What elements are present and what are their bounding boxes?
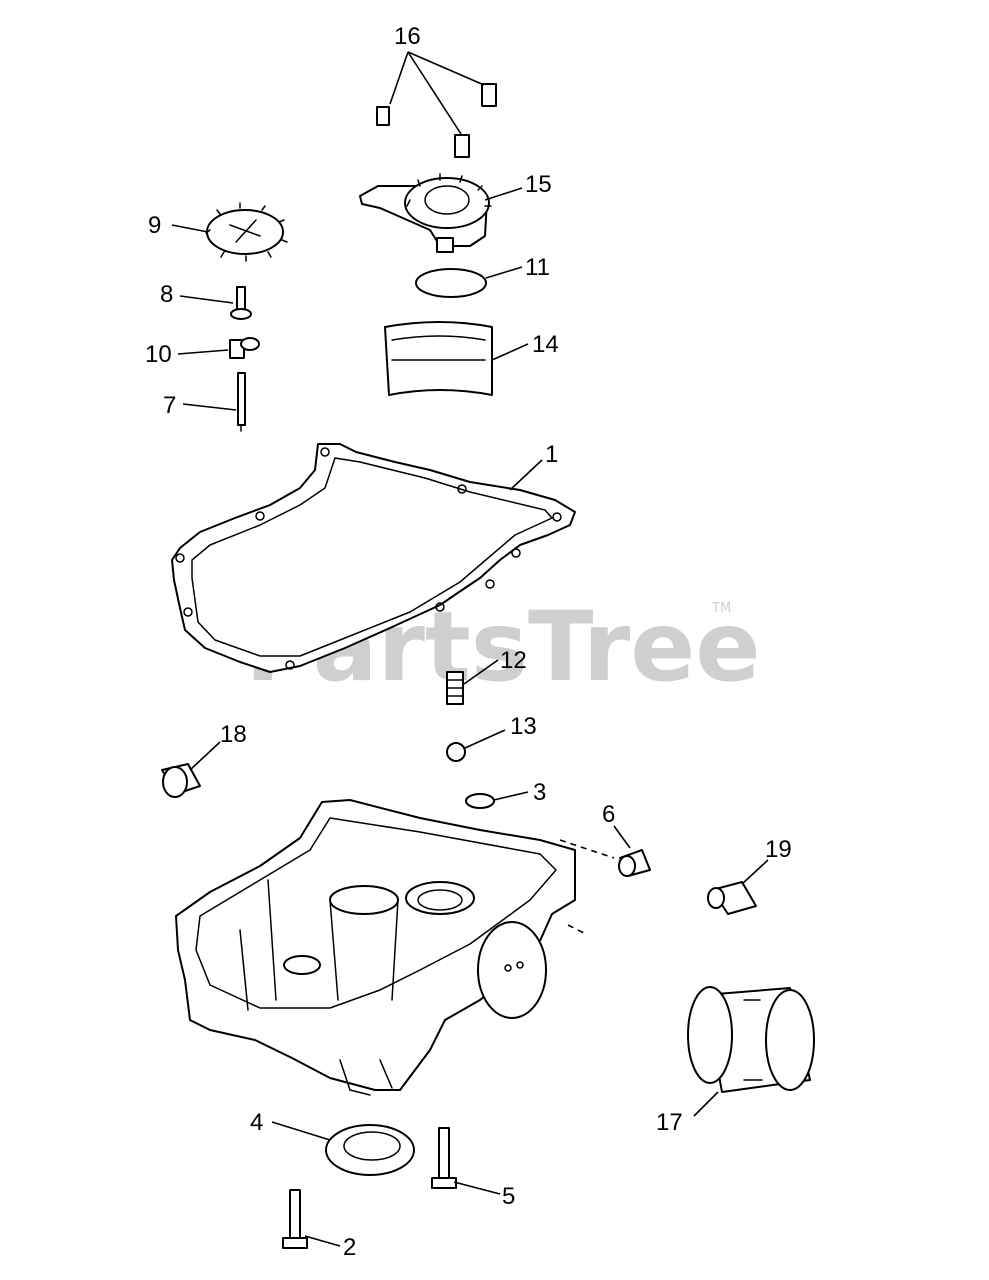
part-17-oil-filter[interactable] [687,986,815,1093]
callout-18[interactable]: 18 [220,721,247,748]
part-6-plug[interactable] [618,849,651,877]
leader-5 [453,1181,501,1195]
part-11-o-ring[interactable] [415,268,487,298]
part-13-ball[interactable] [446,742,466,762]
part-9-governor-gear[interactable] [205,202,288,262]
part-12-spring[interactable] [446,671,464,705]
leader-19 [741,859,769,885]
leader-15 [484,187,523,201]
leader-18 [189,741,221,771]
leader-6-dashed [559,839,615,935]
callout-8[interactable]: 8 [160,281,173,308]
part-7-pin[interactable] [237,372,246,432]
leader-9 [171,224,209,233]
callout-16[interactable]: 16 [394,23,421,50]
callout-15[interactable]: 15 [525,171,552,198]
part-4-oil-seal[interactable] [325,1124,415,1176]
part-14-screen[interactable] [384,321,493,396]
part-19-fitting[interactable] [707,881,757,915]
leader-12 [463,659,499,685]
leader-14 [491,343,529,361]
callout-11[interactable]: 11 [525,254,550,281]
part-8-shaft[interactable] [230,286,252,320]
callout-17[interactable]: 17 [656,1109,683,1136]
leader-16 [389,51,485,135]
callout-10[interactable]: 10 [145,341,172,368]
callout-5[interactable]: 5 [502,1183,515,1210]
part-15-oil-pump[interactable] [359,173,492,253]
callout-7[interactable]: 7 [163,392,176,419]
leader-13 [464,729,506,749]
callout-12[interactable]: 12 [500,647,527,674]
leader-11 [485,266,523,279]
leader-7 [182,403,237,411]
callout-13[interactable]: 13 [510,713,537,740]
leader-4 [271,1121,331,1141]
callout-2[interactable]: 2 [343,1234,356,1261]
leader-6 [613,825,631,849]
callout-4[interactable]: 4 [250,1109,263,1136]
watermark-trademark: TM [711,601,731,616]
part-18-plug[interactable] [161,763,201,798]
callout-3[interactable]: 3 [533,779,546,806]
callout-9[interactable]: 9 [148,212,161,239]
part-5-bolt[interactable] [431,1127,457,1189]
part-2-bolt[interactable] [282,1189,308,1249]
part-3-washer[interactable] [465,793,495,809]
part-sump-pan[interactable] [175,799,576,1096]
part-1-gasket[interactable] [171,443,576,673]
callout-1[interactable]: 1 [545,441,558,468]
callout-6[interactable]: 6 [602,801,615,828]
leader-17 [693,1091,719,1117]
leader-8 [179,295,234,304]
callout-19[interactable]: 19 [765,836,792,863]
callout-14[interactable]: 14 [532,331,559,358]
part-10-crank[interactable] [229,337,260,359]
leader-10 [177,349,229,355]
leader-1 [509,459,543,491]
leader-2 [304,1235,341,1247]
leader-3 [493,791,529,801]
part-16-screws[interactable] [376,83,497,158]
